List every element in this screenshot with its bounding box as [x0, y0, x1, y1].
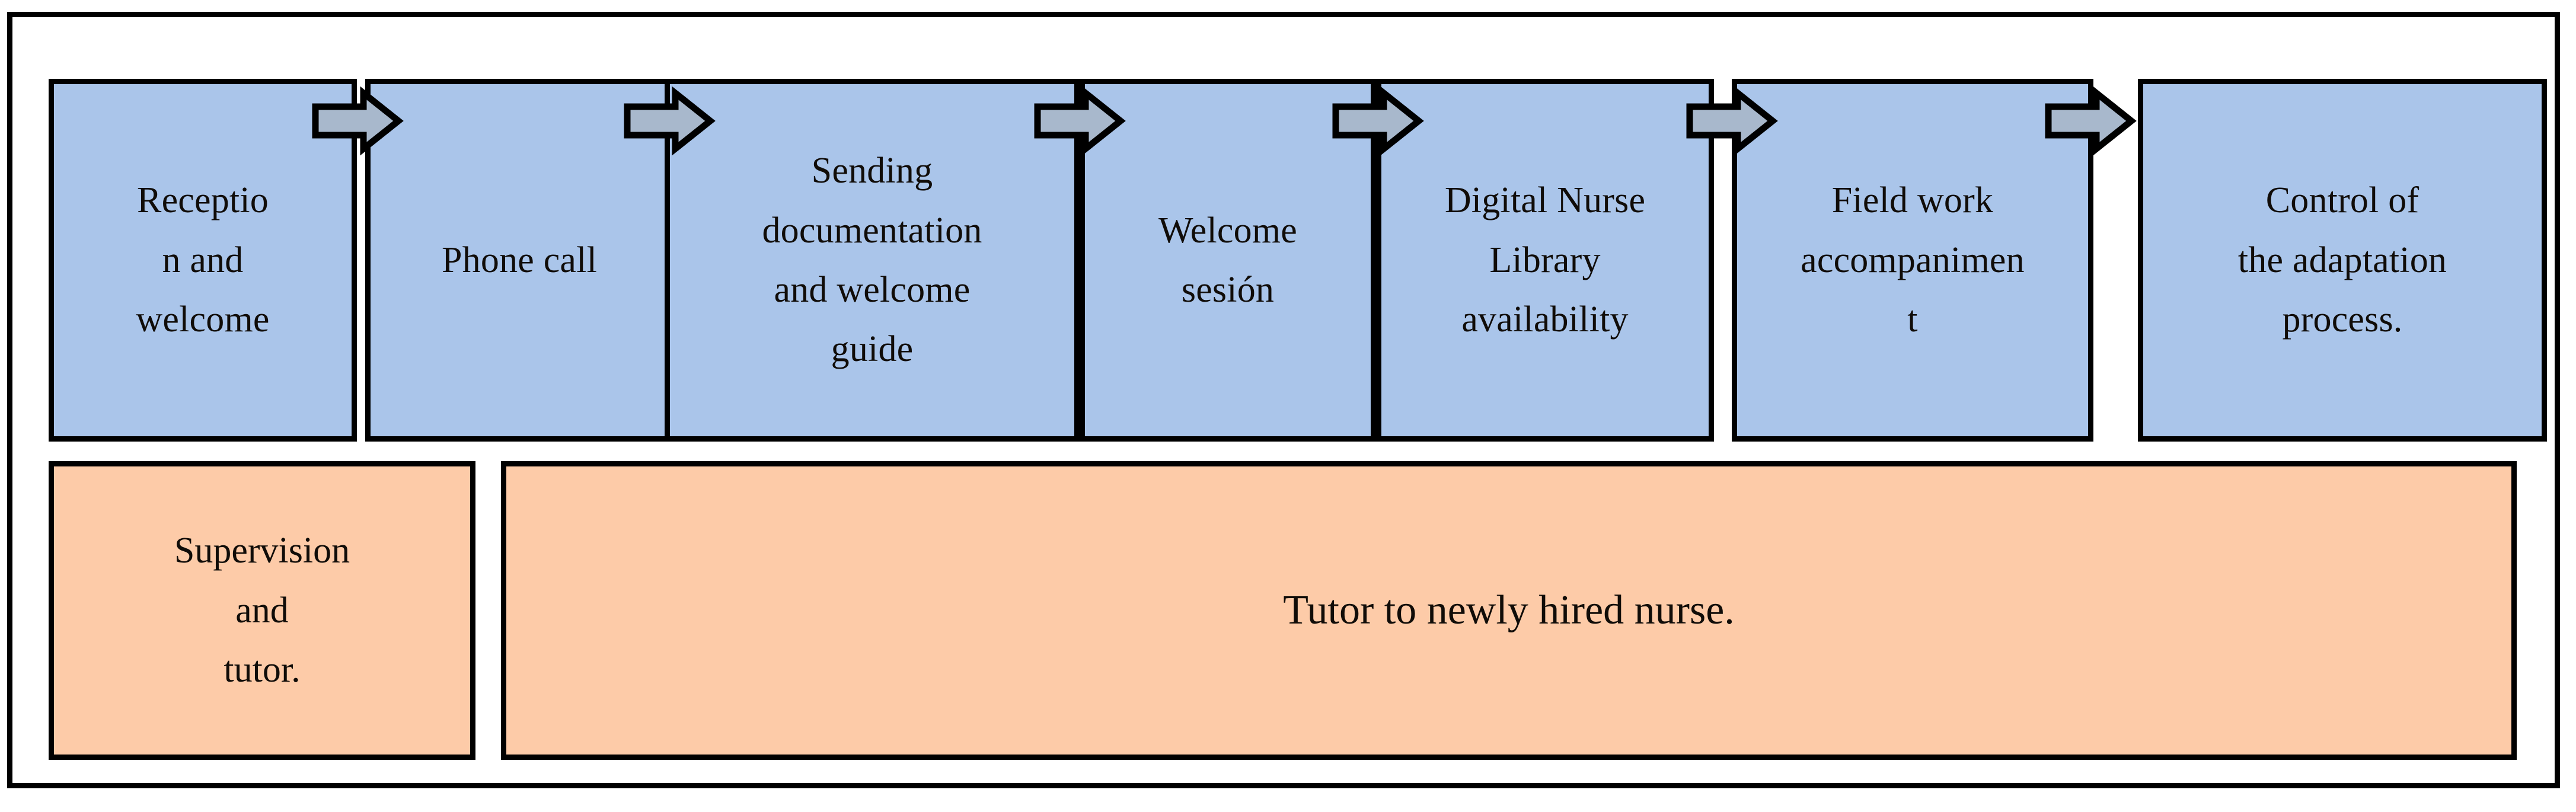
process-step-label: Field work accompanimen t	[1801, 180, 2025, 340]
process-step-label: Sending documentation and welcome guide	[762, 151, 982, 370]
process-step-label: Receptio n and welcome	[136, 180, 270, 340]
process-step-sending-documentation[interactable]: Sending documentation and welcome guide	[665, 79, 1080, 442]
process-step-control-adaptation[interactable]: Control of the adaptation process.	[2138, 79, 2547, 442]
process-step-digital-nurse-library[interactable]: Digital Nurse Library availability	[1376, 79, 1714, 442]
process-step-welcome-session[interactable]: Welcome sesión	[1080, 79, 1376, 442]
arrow-4-welcome-to-library	[1332, 86, 1424, 156]
support-role-label: Supervision and tutor.	[174, 530, 350, 690]
process-step-field-work-accompaniment[interactable]: Field work accompanimen t	[1732, 79, 2093, 442]
arrow-1-reception-to-phone	[312, 86, 404, 156]
support-role-supervision-tutor[interactable]: Supervision and tutor.	[49, 461, 475, 760]
arrow-5-library-to-fieldwork	[1686, 86, 1778, 156]
support-role-label: Tutor to newly hired nurse.	[1283, 587, 1735, 634]
process-step-phone-call[interactable]: Phone call	[365, 79, 673, 442]
arrow-2-phone-to-sending	[624, 86, 716, 156]
process-step-label: Phone call	[442, 239, 597, 280]
process-step-reception[interactable]: Receptio n and welcome	[49, 79, 357, 442]
arrow-6-fieldwork-to-control	[2045, 86, 2137, 156]
process-step-label: Welcome sesión	[1158, 210, 1297, 310]
support-role-tutor-newly-hired-nurse[interactable]: Tutor to newly hired nurse.	[501, 461, 2517, 760]
arrow-3-sending-to-welcome	[1034, 86, 1126, 156]
process-step-label: Control of the adaptation process.	[2237, 180, 2447, 340]
diagram-outer-border	[7, 12, 2560, 788]
process-step-label: Digital Nurse Library availability	[1444, 180, 1646, 340]
